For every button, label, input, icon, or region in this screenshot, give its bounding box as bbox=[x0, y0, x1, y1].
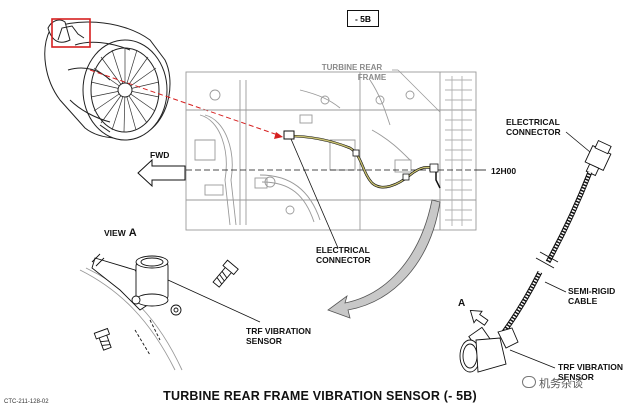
elec-conn-right-label: ELECTRICAL CONNECTOR bbox=[506, 117, 561, 137]
view-direction-arrow bbox=[327, 199, 441, 319]
trf-right-line1: TRF VIBRATION bbox=[558, 362, 624, 372]
elec-conn-center-label: ELECTRICAL CONNECTOR bbox=[316, 245, 371, 265]
fwd-arrow bbox=[137, 158, 186, 188]
trf-left-leader bbox=[167, 279, 261, 323]
position-label: 12H00 bbox=[491, 166, 516, 176]
watermark: 机务杂谈 bbox=[522, 375, 583, 391]
view-a-word: VIEW bbox=[104, 228, 127, 238]
elec-conn-right-line2: CONNECTOR bbox=[506, 127, 561, 137]
elec-conn-center-line2: CONNECTOR bbox=[316, 255, 371, 265]
trf-frame-label-2: FRAME bbox=[358, 73, 387, 82]
trf-left-label: TRF VIBRATION SENSOR bbox=[246, 326, 311, 346]
view-a-pointer bbox=[469, 309, 489, 326]
trf-right-label: TRF VIBRATION SENSOR bbox=[558, 362, 623, 382]
highlight-box bbox=[51, 18, 91, 48]
sensor-harness bbox=[283, 130, 441, 189]
fwd-label: FWD bbox=[150, 150, 169, 160]
trf-left-line1: TRF VIBRATION bbox=[246, 326, 312, 336]
wechat-icon bbox=[522, 376, 536, 388]
trf-frame-leader bbox=[397, 69, 441, 113]
leader-arrow bbox=[89, 69, 279, 136]
leader-arrowhead bbox=[274, 132, 283, 139]
trf-left-line2: SENSOR bbox=[246, 336, 282, 346]
figure-title: TURBINE REAR FRAME VIBRATION SENSOR (- 5… bbox=[163, 389, 477, 403]
semi-rigid-line1: SEMI-RIGID bbox=[568, 286, 616, 296]
trf-frame-label-1: TURBINE REAR bbox=[322, 63, 383, 72]
view-a-letter: A bbox=[129, 227, 137, 239]
semi-rigid-label: SEMI-RIGID CABLE bbox=[568, 286, 615, 306]
semi-rigid-cable-drawing bbox=[459, 139, 612, 373]
effectivity-tab: - 5B bbox=[347, 10, 379, 27]
watermark-text: 机务杂谈 bbox=[539, 377, 583, 390]
elec-conn-right-line1: ELECTRICAL bbox=[506, 117, 560, 127]
trf-right-line2: SENSOR bbox=[558, 372, 594, 382]
trf-right-leader bbox=[509, 349, 556, 369]
engine-icon bbox=[44, 19, 171, 141]
elec-conn-center-line1: ELECTRICAL bbox=[316, 245, 370, 255]
elec-conn-center-leader bbox=[290, 138, 339, 249]
figure-reference: CTC-211-128-02 bbox=[4, 399, 49, 405]
elec-conn-right-leader bbox=[565, 131, 591, 153]
view-a-drawing bbox=[79, 253, 239, 371]
semi-rigid-leader bbox=[544, 281, 567, 293]
arrow-a-label: A bbox=[458, 298, 465, 309]
semi-rigid-line2: CABLE bbox=[568, 296, 598, 306]
highlight-detail bbox=[57, 25, 85, 41]
